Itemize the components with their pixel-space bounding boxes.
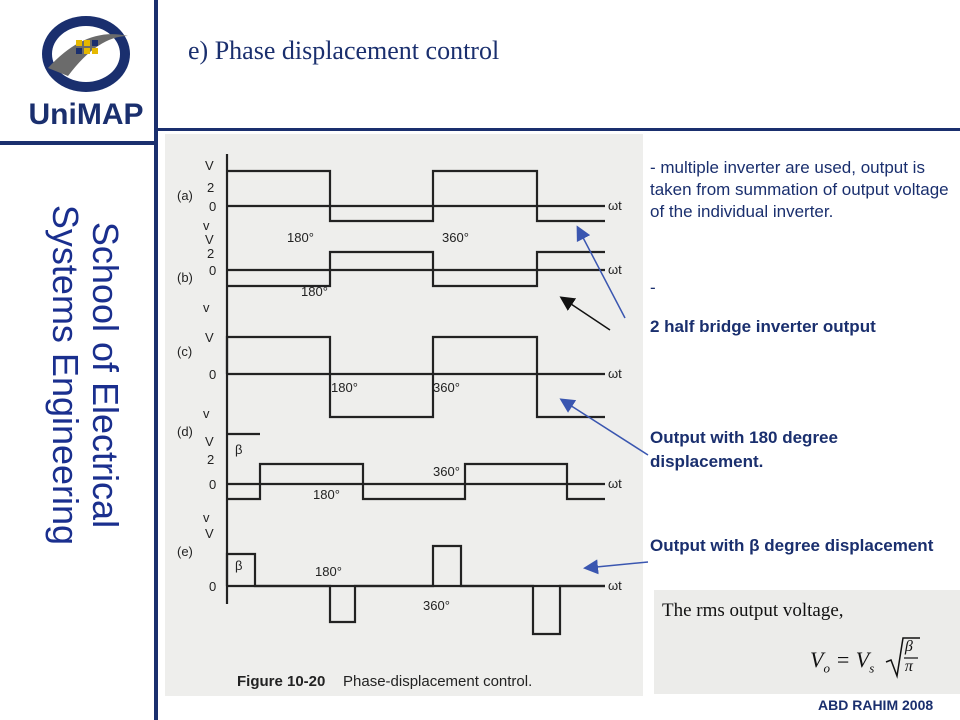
rms-formula: The rms output voltage, Vo = Vs β π bbox=[654, 590, 960, 694]
sidebar-divider bbox=[154, 0, 158, 720]
label-vs-b: V bbox=[205, 232, 214, 247]
waveform-figure: (a) (b) (c) (d) (e) V 2 0 v V 2 0 v V 0 … bbox=[177, 154, 622, 690]
label-beta-d: β bbox=[235, 442, 242, 457]
figure-caption-label: Figure 10-20 bbox=[237, 673, 325, 690]
label-vab-c: v bbox=[203, 300, 210, 315]
label-180-a: 180° bbox=[287, 230, 314, 245]
formula-vs-sub: s bbox=[869, 660, 875, 676]
formula-numerator: β bbox=[904, 638, 913, 655]
label-beta-e: β bbox=[235, 558, 242, 573]
label-vs-c: V bbox=[205, 330, 214, 345]
school-name: School of Electrical Systems Engineering bbox=[40, 160, 130, 590]
label-360-e: 360° bbox=[423, 598, 450, 613]
label-vs-e: V bbox=[205, 526, 214, 541]
footer-author: ABD RAHIM 2008 bbox=[818, 697, 934, 713]
formula-vo-sub: o bbox=[823, 660, 830, 676]
label-zero-a: 0 bbox=[209, 199, 216, 214]
label-vbo-b: v bbox=[203, 218, 210, 233]
logo-text: UniMAP bbox=[29, 98, 144, 131]
label-vab-e: v bbox=[203, 510, 210, 525]
figure-scan: (a) (b) (c) (d) (e) V 2 0 v V 2 0 v V 0 … bbox=[165, 134, 643, 696]
label-vs-d: V bbox=[205, 434, 214, 449]
label-zero-e: 0 bbox=[209, 579, 216, 594]
panel-label-a: (a) bbox=[177, 188, 193, 203]
school-name-text: School of Electrical Systems Engineering bbox=[45, 204, 126, 546]
label-vbo-d: v bbox=[203, 406, 210, 421]
label-vs-a: V bbox=[205, 158, 214, 173]
figure-caption-text: Phase-displacement control. bbox=[343, 673, 532, 690]
panel-label-c: (c) bbox=[177, 344, 192, 359]
title-divider bbox=[158, 128, 960, 131]
label-360-c: 360° bbox=[433, 380, 460, 395]
formula-vo: V bbox=[810, 647, 824, 673]
note-half-bridge: 2 half bridge inverter output bbox=[650, 317, 876, 336]
formula-expression: Vo = Vs β π bbox=[810, 637, 920, 682]
label-360-d: 360° bbox=[433, 464, 460, 479]
panel-label-d: (d) bbox=[177, 424, 193, 439]
formula-denominator: π bbox=[904, 658, 913, 675]
note-180-displacement: Output with 180 degree displacement. bbox=[650, 428, 838, 471]
label-wt-e: ωt bbox=[608, 578, 622, 593]
label-wt-a: ωt bbox=[608, 198, 622, 213]
panel-label-b: (b) bbox=[177, 270, 193, 285]
label-180-c: 180° bbox=[331, 380, 358, 395]
sqrt-sign-icon bbox=[885, 637, 920, 679]
formula-heading: The rms output voltage, bbox=[662, 600, 844, 621]
label-two-b: 2 bbox=[207, 246, 214, 261]
unimap-logo: UniMAP bbox=[29, 16, 144, 131]
label-wt-d: ωt bbox=[608, 476, 622, 491]
label-180-d: 180° bbox=[313, 487, 340, 502]
label-wt-b: ωt bbox=[608, 262, 622, 277]
formula-vs: = V bbox=[835, 647, 870, 673]
label-wt-c: ωt bbox=[608, 366, 622, 381]
label-zero-b: 0 bbox=[209, 263, 216, 278]
label-two-a: 2 bbox=[207, 180, 214, 195]
bullet-multiple-inverter: - multiple inverter are used, output is … bbox=[650, 158, 949, 221]
formula-sqrt: β π bbox=[884, 637, 920, 682]
slide-title: e) Phase displacement control bbox=[188, 36, 500, 65]
label-zero-c: 0 bbox=[209, 367, 216, 382]
label-180-e: 180° bbox=[315, 564, 342, 579]
header-divider bbox=[0, 141, 154, 145]
panel-label-e: (e) bbox=[177, 544, 193, 559]
note-beta-displacement: Output with β degree displacement bbox=[650, 536, 934, 555]
label-two-d: 2 bbox=[207, 452, 214, 467]
label-zero-d: 0 bbox=[209, 477, 216, 492]
label-180-b: 180° bbox=[301, 284, 328, 299]
bullet-dash: - bbox=[650, 278, 656, 297]
label-360-a: 360° bbox=[442, 230, 469, 245]
